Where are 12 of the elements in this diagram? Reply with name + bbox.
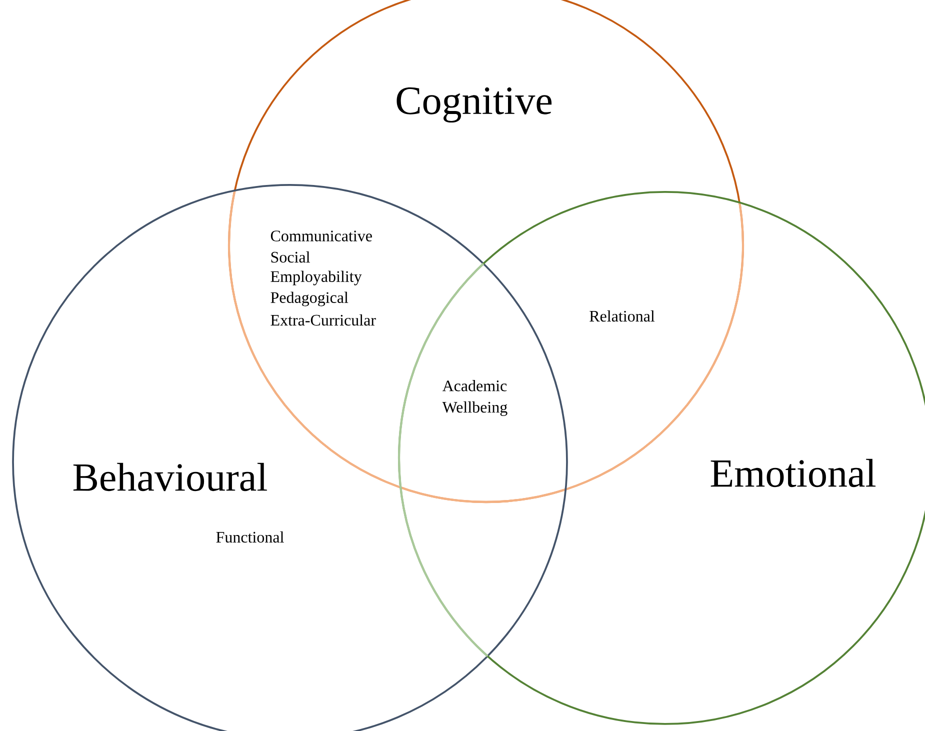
- region-label: Academic Wellbeing: [442, 380, 508, 416]
- region-label: Extra-Curricular: [270, 314, 376, 326]
- region-label: Relational: [590, 310, 655, 322]
- region-label: Pedagogical: [270, 292, 348, 306]
- circle-heading: Emotional: [710, 458, 876, 488]
- circle-heading: Cognitive: [396, 87, 552, 123]
- circle-heading: Behavioural: [73, 462, 267, 492]
- venn-circle: [398, 190, 925, 726]
- region-label: Social: [271, 251, 310, 263]
- region-label: Functional: [216, 531, 284, 543]
- region-label: Employability: [270, 270, 362, 286]
- region-label: Communicative: [270, 230, 372, 242]
